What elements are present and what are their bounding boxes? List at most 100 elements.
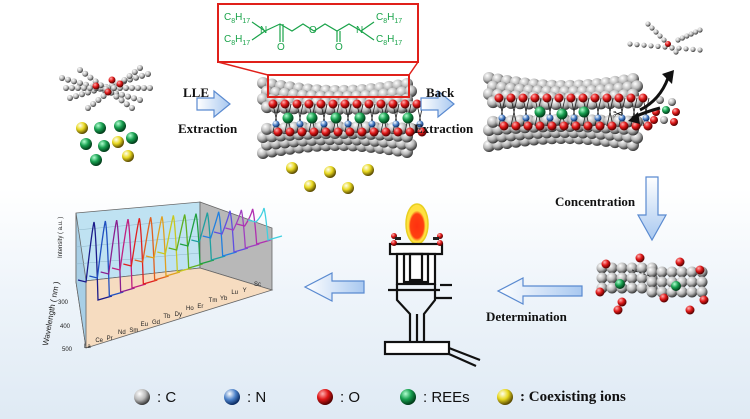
- element-label-sc: Sc: [254, 282, 262, 288]
- spectrum-plot: [75, 201, 283, 349]
- extraction-label: Extraction: [178, 121, 238, 136]
- carbon-bead: [125, 93, 131, 100]
- element-label-sm: Sm: [129, 328, 139, 334]
- carbon-bead: [627, 41, 633, 47]
- oxygen-atom: [631, 121, 641, 131]
- carbon-bead: [645, 21, 651, 27]
- back-extraction-arrow: [420, 89, 455, 119]
- carbon-bead: [63, 85, 69, 91]
- carbon-bead: [661, 37, 667, 43]
- lle-extraction-arrow: [196, 89, 231, 119]
- element-label-tb: Tb: [163, 314, 171, 320]
- legend-label-rees: : REEs: [423, 389, 470, 406]
- carbon-bead: [90, 101, 97, 107]
- carbon-bead: [77, 80, 83, 87]
- carbon-bead: [81, 85, 87, 91]
- initial-ion-mixture: [76, 120, 138, 166]
- carbon-bead: [653, 29, 659, 35]
- carbon-bead: [129, 85, 135, 91]
- ligand-bond: [522, 97, 530, 127]
- carbon-bead: [690, 46, 696, 53]
- carbon-bead: [147, 85, 153, 91]
- nozzle: [433, 237, 439, 240]
- element-label-eu: Eu: [140, 322, 148, 328]
- carbon-sphere: [636, 282, 648, 294]
- spectrum-line-tb: [157, 215, 192, 273]
- oxygen-atom: [643, 121, 653, 131]
- carbon-bead: [655, 43, 661, 50]
- oxygen-atom: [304, 99, 314, 109]
- ree-ion: [615, 279, 625, 289]
- oxygen-atom: [578, 93, 588, 103]
- molecule-highlight-box: [267, 74, 410, 98]
- carbon-bead: [113, 93, 120, 100]
- oxygen-atom: [499, 121, 509, 131]
- carbon-bead: [123, 101, 130, 108]
- oxygen-atom: [273, 127, 283, 137]
- spectrum-line-lu: [225, 209, 260, 249]
- ligand-bond: [594, 97, 602, 127]
- oxygen-atom: [494, 93, 504, 103]
- oxygen-atom: [316, 99, 326, 109]
- carbon-bead: [75, 85, 81, 91]
- carbon-bead: [673, 49, 679, 55]
- ligand-bond: [392, 103, 400, 133]
- legend-label-carbon: : C: [157, 389, 177, 406]
- n-right-label: N: [356, 25, 364, 36]
- carbon-bead: [676, 45, 682, 51]
- nitrogen-atom: [498, 114, 506, 122]
- ree-ion: [94, 122, 106, 134]
- sample-droplets: [391, 233, 443, 246]
- carbon-bead: [634, 42, 640, 48]
- icp-torch: [383, 203, 481, 368]
- intensity-axis-label: Intensity ( a.u. ): [58, 216, 64, 258]
- stripped-micelle: [483, 72, 653, 152]
- carbon-bead: [675, 37, 681, 43]
- carbon-bead: [111, 85, 117, 91]
- nitrogen-atom: [570, 114, 578, 122]
- carbon-sphere: [606, 282, 618, 294]
- oxygen-atom: [412, 99, 422, 109]
- carbon-sphere: [636, 262, 648, 274]
- element-label-pr: Pr: [106, 336, 113, 342]
- carbon-sphere: [666, 266, 678, 278]
- element-label-gd: Gd: [152, 320, 161, 326]
- ree-ion: [578, 106, 590, 118]
- ligand-bond: [618, 97, 626, 127]
- nitrogen-sphere-icon: [224, 389, 240, 405]
- oxygen-atom: [685, 305, 695, 315]
- ligand-bond: [320, 103, 328, 133]
- carbon-sphere: [646, 266, 658, 278]
- carbon-sphere: [696, 276, 708, 288]
- carbon-sphere: [646, 286, 658, 298]
- callout-line-left: [217, 61, 269, 76]
- carbon-sphere: [626, 282, 638, 294]
- element-label-la: La: [84, 344, 91, 350]
- carbon-bead: [69, 85, 75, 91]
- coexisting-ion: [324, 166, 336, 178]
- complex-atom: [662, 106, 670, 114]
- oxygen-atom: [116, 80, 124, 88]
- determination-arrow: [496, 277, 583, 305]
- oxygen-atom: [665, 41, 671, 47]
- oxygen-atom: [547, 121, 557, 131]
- oxygen-atom: [309, 127, 319, 137]
- wavelength-tick-300: 300: [58, 300, 69, 306]
- c8h17-bottom-left: C8H17: [224, 34, 251, 48]
- callout-line-right: [408, 61, 419, 76]
- ree-ion: [671, 281, 681, 291]
- oxygen-atom: [607, 121, 617, 131]
- spectrum-line-ho: [179, 213, 215, 265]
- carbon-bead: [648, 43, 654, 49]
- oxygen-atom: [388, 99, 398, 109]
- carbon-bead: [121, 77, 128, 83]
- carbon-bead: [693, 29, 699, 35]
- carbon-bead: [126, 73, 133, 79]
- carbon-bead: [683, 46, 689, 52]
- oxygen-atom: [280, 99, 290, 109]
- carbon-sphere: [626, 262, 638, 274]
- oxygen-atom: [92, 82, 100, 90]
- sample-droplet: [391, 240, 397, 246]
- carbon-bead: [135, 85, 141, 91]
- oxygen-atom: [617, 297, 627, 307]
